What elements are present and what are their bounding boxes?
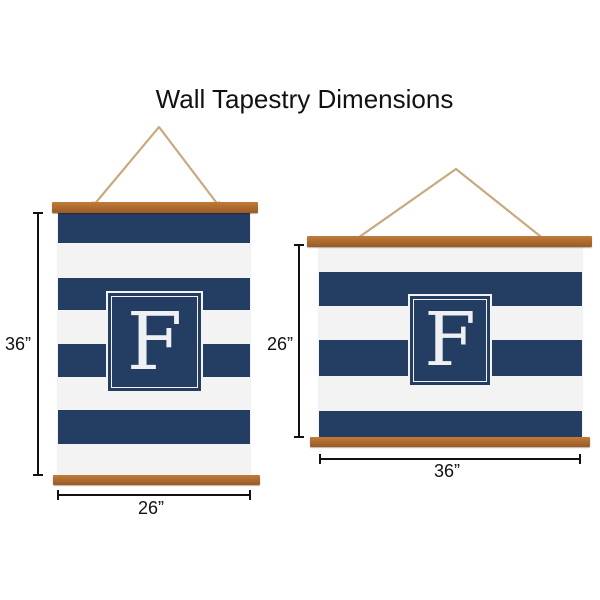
width-dimension-line [320,458,580,460]
height-dimension-line [37,213,39,475]
navy-stripe [319,411,582,437]
monogram-box: F [106,291,203,393]
dimension-cap [33,474,43,476]
width-label: 26” [138,498,165,518]
width-label: 36” [434,461,461,481]
dimension-cap [294,436,304,438]
height-dimension-line [298,245,300,437]
monogram-letter: F [424,297,476,383]
monogram-box: F [408,294,492,387]
dimension-cap [579,454,581,464]
navy-stripe [58,212,250,243]
dimension-cap [249,490,251,500]
height-label: 36” [5,334,32,354]
bottom-wooden-dowel [53,475,260,485]
top-wooden-dowel [52,202,258,213]
height-label: 26” [267,334,294,354]
bottom-wooden-dowel [310,437,590,447]
dimension-cap [33,212,43,214]
top-wooden-dowel [307,236,592,247]
monogram-letter: F [126,295,183,388]
page-title: Wall Tapestry Dimensions [155,84,454,114]
navy-stripe [58,410,250,444]
dimension-cap [57,490,59,500]
width-dimension-line [58,494,250,496]
dimension-cap [294,244,304,246]
dimension-cap [319,454,321,464]
